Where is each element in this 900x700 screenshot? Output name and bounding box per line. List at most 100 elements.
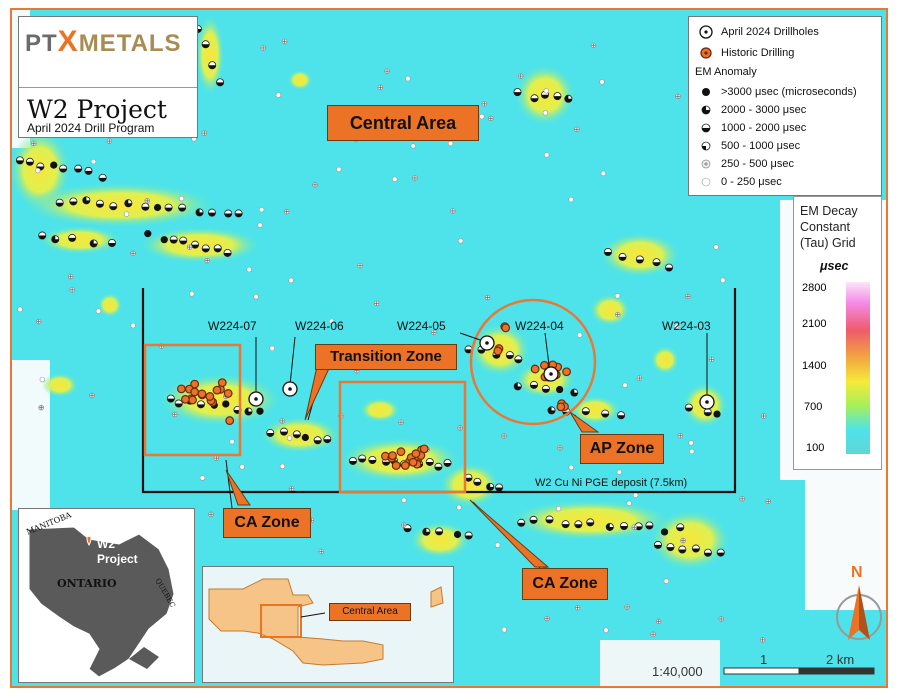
- em-anomaly-symbol: [617, 411, 626, 420]
- scale-mid: 1: [760, 652, 768, 667]
- em-low-marker: [201, 130, 208, 136]
- em-anomaly-symbol: [292, 430, 301, 439]
- em-low-marker: [624, 604, 630, 610]
- em-anomaly-symbol: [95, 199, 104, 208]
- em-anomaly-symbol: [601, 409, 610, 418]
- em-anomaly-symbol: [279, 427, 288, 436]
- em-anomaly-symbol: [266, 428, 275, 437]
- em-low-marker: [89, 392, 95, 399]
- em-anomaly-symbol: [144, 230, 152, 238]
- em-low-marker: [318, 548, 324, 555]
- em-low-marker: [688, 440, 694, 446]
- em-anomaly-symbol: [84, 166, 93, 175]
- em-anomaly-symbol: [164, 203, 173, 212]
- em-anomaly-symbol: [51, 235, 60, 244]
- em-anomaly-symbol: [323, 435, 332, 444]
- em-low-marker: [172, 411, 178, 418]
- em-low-marker: [655, 618, 662, 625]
- em-low-marker: [718, 616, 724, 622]
- em-low-marker: [260, 45, 266, 51]
- historic-drillhole: [223, 389, 233, 398]
- em-low-marker: [412, 175, 418, 181]
- em-low-marker: [479, 113, 485, 120]
- brand-logo: PTXMETALS: [25, 25, 182, 59]
- tau-tick: 2100: [802, 318, 827, 330]
- em-low-marker: [401, 497, 407, 504]
- em-low-marker: [622, 382, 628, 388]
- em-anomaly-symbol: [69, 197, 78, 206]
- em-low-marker: [555, 505, 562, 512]
- em-low-marker: [38, 404, 44, 411]
- em-low-marker: [377, 84, 384, 91]
- tau-title-line: EM Decay: [800, 204, 858, 218]
- em-anomaly-symbol: [191, 240, 200, 249]
- em-anomaly-symbol: [124, 199, 133, 208]
- em-anomaly-symbol: [15, 156, 24, 165]
- historic-drilling: [176, 322, 571, 470]
- em-anomaly-symbol: [505, 351, 514, 360]
- legend-em-item: 0 - 250 μsec: [699, 175, 782, 189]
- em-low-marker: [675, 93, 681, 100]
- project-title: W2 Project: [27, 95, 167, 124]
- ca-zone-label-bottom: CA Zone: [522, 568, 608, 600]
- em-anomaly-symbol: [368, 456, 377, 465]
- legend-em-item: >3000 μsec (microseconds): [699, 85, 857, 99]
- historic-drillhole: [181, 394, 190, 404]
- em-anomaly-symbol: [443, 458, 452, 467]
- em-anomaly-symbol: [222, 400, 230, 408]
- ontario-inset: MANITOBA QUEBEC ONTARIO W2 Project: [18, 508, 195, 683]
- historic-drillhole: [188, 395, 197, 405]
- historic-drillhole: [419, 444, 429, 454]
- em-low-marker: [517, 73, 524, 79]
- legend-april: April 2024 Drillholes: [699, 25, 819, 39]
- em-anomaly-symbol: [691, 544, 700, 553]
- brand-x: X: [57, 25, 79, 58]
- em-low-marker: [673, 323, 680, 329]
- em-anomaly-symbol: [153, 203, 162, 212]
- em-low-marker: [17, 306, 23, 313]
- em-low-marker: [239, 464, 245, 470]
- em-low-marker: [246, 266, 252, 273]
- em-anomaly-symbol: [141, 202, 150, 211]
- em-anomaly-symbol: [514, 355, 523, 364]
- em-anomaly-symbol: [660, 528, 669, 536]
- inset-project-line1: W2: [97, 537, 115, 551]
- em-low-marker: [450, 208, 456, 214]
- em-anomaly-symbol: [98, 173, 107, 182]
- tau-legend: EM Decay Constant (Tau) Grid μsec 2800 2…: [793, 196, 882, 470]
- deposit-label: W2 Cu Ni PGE deposit (7.5km): [535, 477, 688, 489]
- em-low-marker: [720, 277, 726, 283]
- em-low-marker: [614, 293, 621, 299]
- em-low-marker: [286, 435, 293, 441]
- historic-drillhole: [530, 364, 540, 374]
- em-low-marker: [90, 158, 97, 165]
- historic-drillhole: [493, 346, 503, 356]
- em-anomaly-symbol: [223, 248, 232, 257]
- ca-zone-box-left: [143, 343, 242, 457]
- no-data-area: [600, 640, 720, 688]
- em-anomaly-symbol: [703, 548, 712, 557]
- em-anomaly-symbol: [464, 345, 473, 354]
- em-low-marker: [680, 537, 686, 544]
- drillhole-w224-06: [282, 381, 298, 397]
- drillhole-label: W224-03: [662, 319, 711, 333]
- em-low-marker: [631, 524, 638, 530]
- scale-bar: [723, 667, 875, 675]
- em-anomaly-symbol: [38, 231, 47, 240]
- em-low-marker: [457, 425, 463, 431]
- em-anomaly-symbol: [201, 40, 210, 49]
- em-anomaly-symbol: [703, 408, 712, 417]
- em-anomaly-symbol: [553, 92, 562, 101]
- drillhole-w224-05: [479, 335, 495, 351]
- ca-left-tail: [225, 469, 251, 506]
- em-anomaly-symbol: [473, 477, 482, 486]
- em-low-marker: [130, 250, 136, 257]
- brand-right: METALS: [78, 30, 182, 57]
- em-low-marker: [288, 277, 294, 284]
- em-low-marker: [501, 433, 507, 439]
- em-low-marker: [405, 75, 411, 82]
- em-low-marker: [543, 88, 549, 94]
- em-low-marker: [35, 167, 41, 174]
- em-anomaly-symbol: [464, 531, 473, 540]
- legend-em-item: 2000 - 3000 μsec: [699, 103, 806, 117]
